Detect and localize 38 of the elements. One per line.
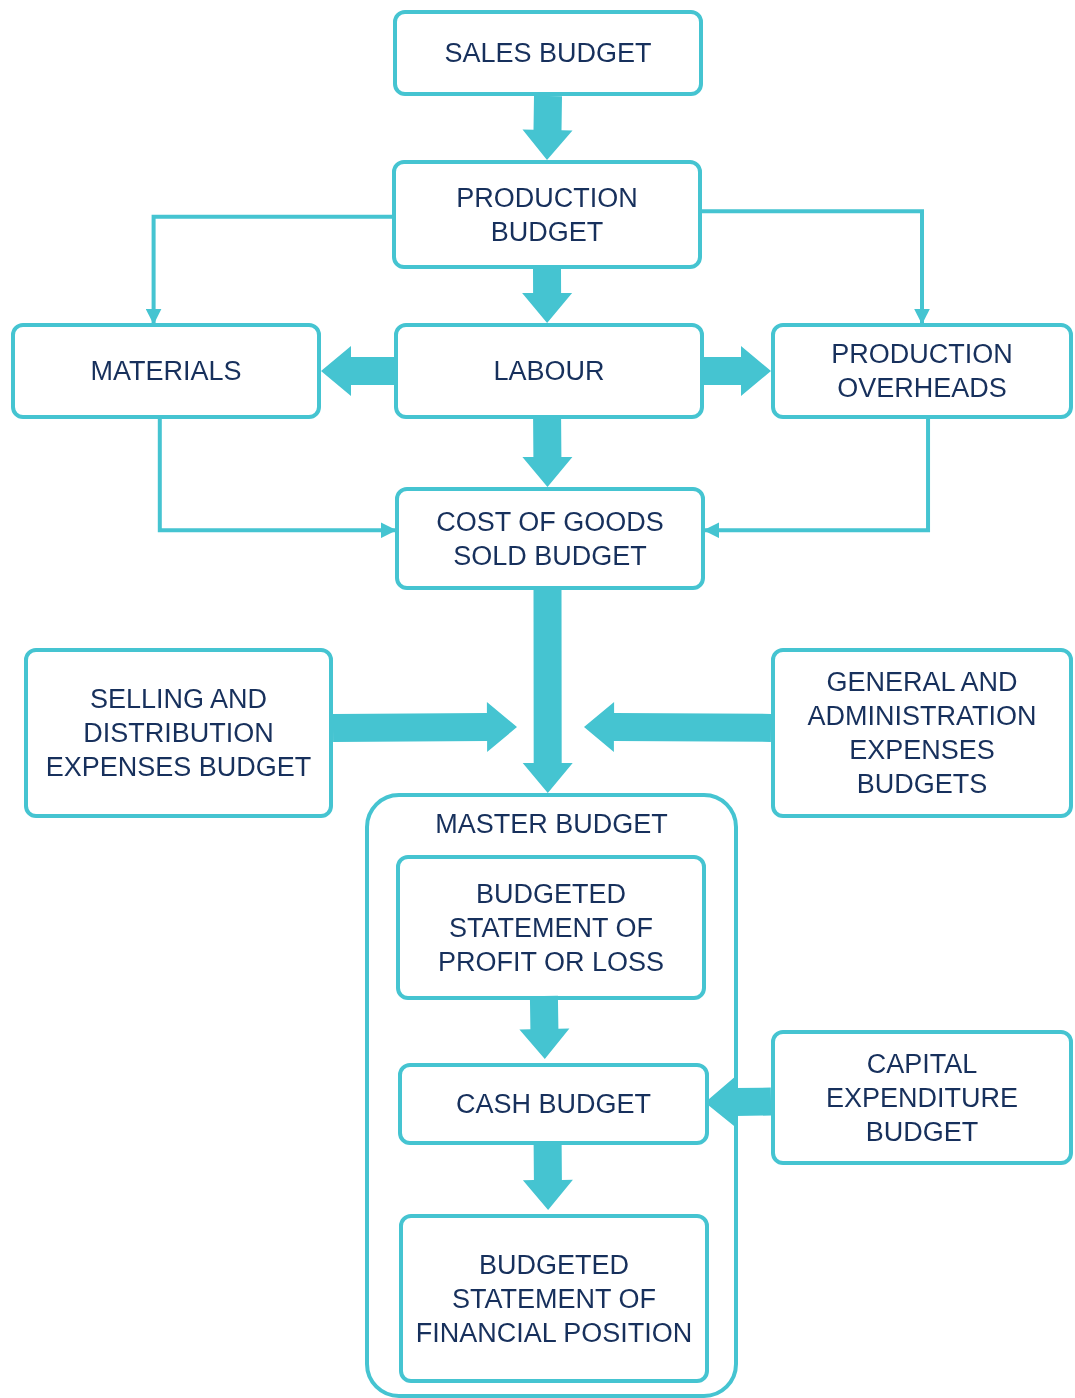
process-box <box>396 855 706 1000</box>
block-arrow <box>704 346 771 396</box>
process-box <box>392 160 702 269</box>
box-label: PRODUCTION BUDGET <box>455 181 639 249</box>
process-box <box>771 648 1073 818</box>
block-arrow <box>522 590 573 793</box>
process-box <box>394 323 704 419</box>
process-box <box>24 648 333 818</box>
process-box <box>771 323 1073 419</box>
block-arrow <box>321 346 394 396</box>
block-arrow <box>522 418 573 487</box>
box-label: CASH BUDGET <box>456 1088 651 1121</box>
arrow <box>702 209 930 325</box>
process-box <box>393 10 703 96</box>
block-arrow <box>522 95 573 160</box>
process-box <box>399 1214 709 1383</box>
box-label: COST OF GOODS SOLD BUDGET <box>435 505 665 573</box>
process-box <box>771 1030 1073 1165</box>
box-label: SELLING AND DISTRIBUTION EXPENSES BUDGET <box>44 683 313 784</box>
process-box <box>398 1063 709 1145</box>
block-arrow <box>332 702 517 753</box>
box-label: BUDGETED STATEMENT OF PROFIT OR LOSS <box>436 877 665 979</box>
block-arrow <box>522 269 573 323</box>
box-label: BUDGETED STATEMENT OF FINANCIAL POSITION <box>415 1248 693 1350</box>
box-label: MATERIALS <box>90 355 242 388</box>
block-arrow <box>584 702 772 753</box>
process-box <box>11 323 321 419</box>
box-label: CAPITAL EXPENDITURE BUDGET <box>824 1047 1019 1149</box>
group-box <box>365 793 738 1398</box>
box-label: PRODUCTION OVERHEADS <box>830 338 1014 405</box>
box-label: LABOUR <box>493 355 605 388</box>
arrow <box>157 419 397 539</box>
arrow <box>145 214 392 325</box>
box-label: GENERAL AND ADMINISTRATION EXPENSES BUDGETS <box>806 666 1038 801</box>
arrow <box>703 419 931 539</box>
process-box <box>395 487 705 590</box>
box-label: SALES BUDGET <box>444 37 652 70</box>
group-title: MASTER BUDGET <box>435 808 668 841</box>
